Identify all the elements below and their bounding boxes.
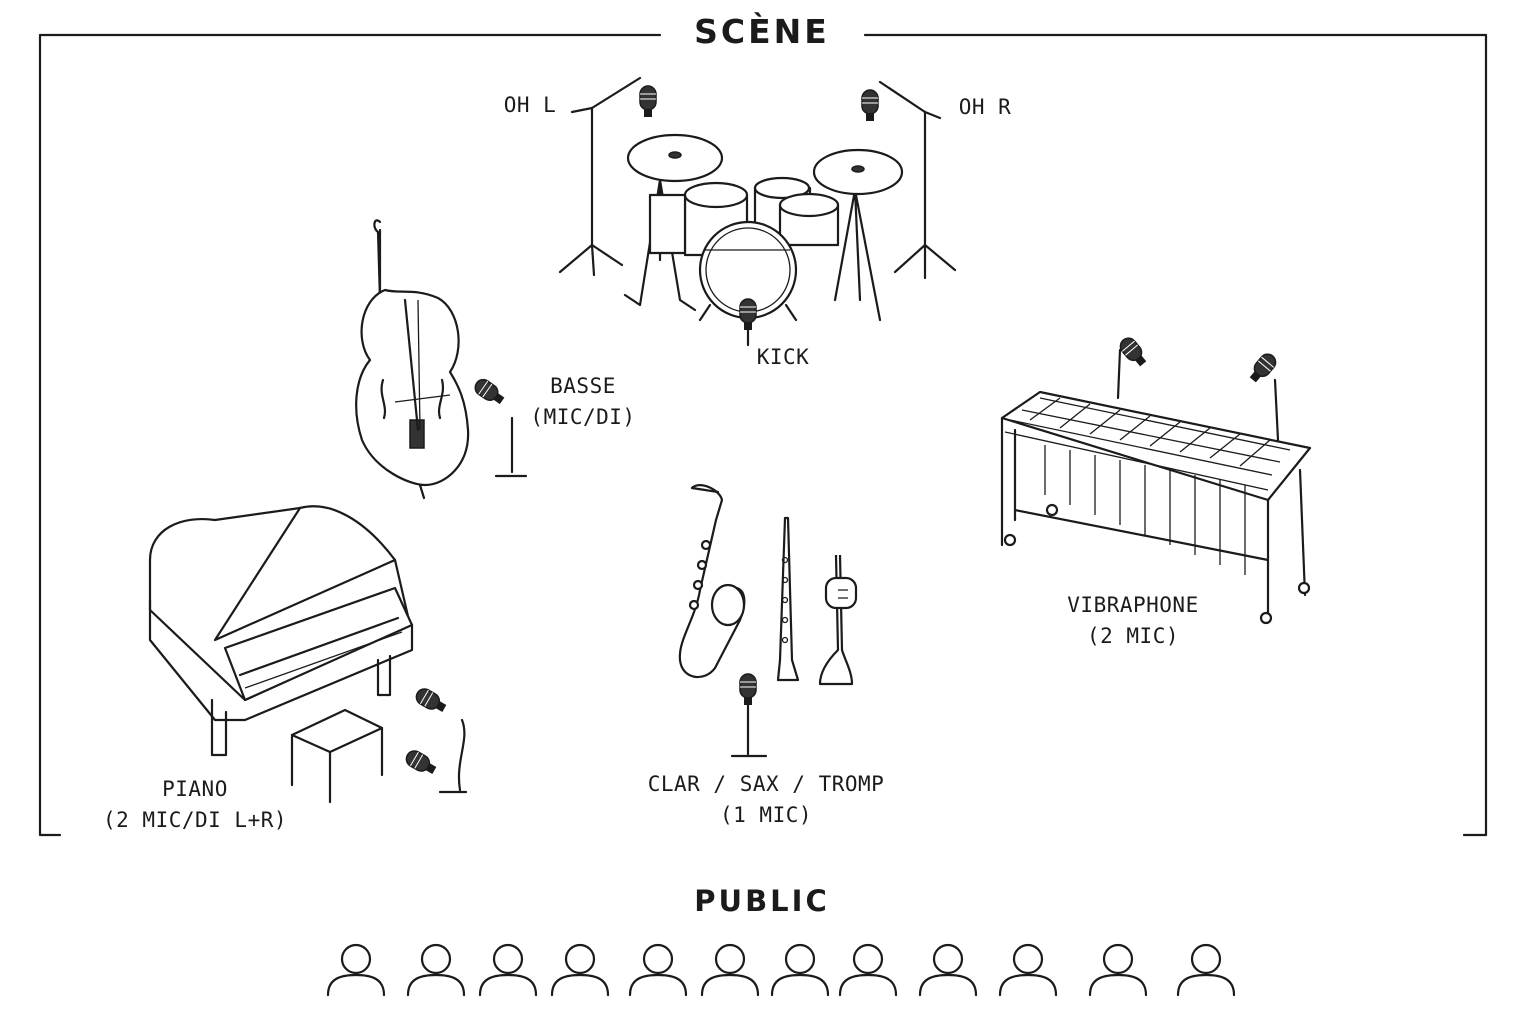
person-icon <box>920 945 976 995</box>
person-icon <box>702 945 758 995</box>
oh-left-label: OH L <box>504 90 557 121</box>
bass-mic-stand <box>472 377 526 476</box>
audience-seats <box>328 945 1234 995</box>
piano-label-line2: (2 MIC/DI L+R) <box>103 805 287 836</box>
horns-label: CLAR / SAX / TROMP (1 MIC) <box>648 769 885 831</box>
grand-piano-icon <box>150 506 412 755</box>
bass-label-line2: (MIC/DI) <box>530 402 635 433</box>
oh-left-mic-stand <box>560 78 656 275</box>
bass-label-line1: BASSE <box>530 371 635 402</box>
vibraphone-label: VIBRAPHONE (2 MIC) <box>1067 590 1198 652</box>
person-icon <box>328 945 384 995</box>
piano-label-line1: PIANO <box>103 774 287 805</box>
audience-title: PUBLIC <box>694 886 829 917</box>
person-icon <box>630 945 686 995</box>
oh-right-label: OH R <box>959 92 1012 123</box>
person-icon <box>480 945 536 995</box>
double-bass-icon <box>356 220 468 498</box>
horns-label-line1: CLAR / SAX / TROMP <box>648 769 885 800</box>
person-icon <box>408 945 464 995</box>
vibraphone-label-line2: (2 MIC) <box>1067 621 1198 652</box>
person-icon <box>552 945 608 995</box>
person-icon <box>772 945 828 995</box>
horns-label-line2: (1 MIC) <box>648 800 885 831</box>
drum-kit-icon <box>625 135 902 345</box>
person-icon <box>1090 945 1146 995</box>
person-icon <box>1000 945 1056 995</box>
piano-bench <box>292 710 382 802</box>
saxophone-clarinet-trumpet-icon <box>680 485 856 684</box>
bass-label: BASSE (MIC/DI) <box>530 371 635 433</box>
vibraphone-label-line1: VIBRAPHONE <box>1067 590 1198 621</box>
person-icon <box>840 945 896 995</box>
piano-mic-stands <box>403 686 466 792</box>
vibraphone-icon <box>1002 392 1310 623</box>
kick-label: KICK <box>757 342 810 373</box>
piano-label: PIANO (2 MIC/DI L+R) <box>103 774 287 836</box>
person-icon <box>1178 945 1234 995</box>
horns-mic-stand <box>732 674 766 756</box>
stage-title: SCÈNE <box>694 16 830 47</box>
